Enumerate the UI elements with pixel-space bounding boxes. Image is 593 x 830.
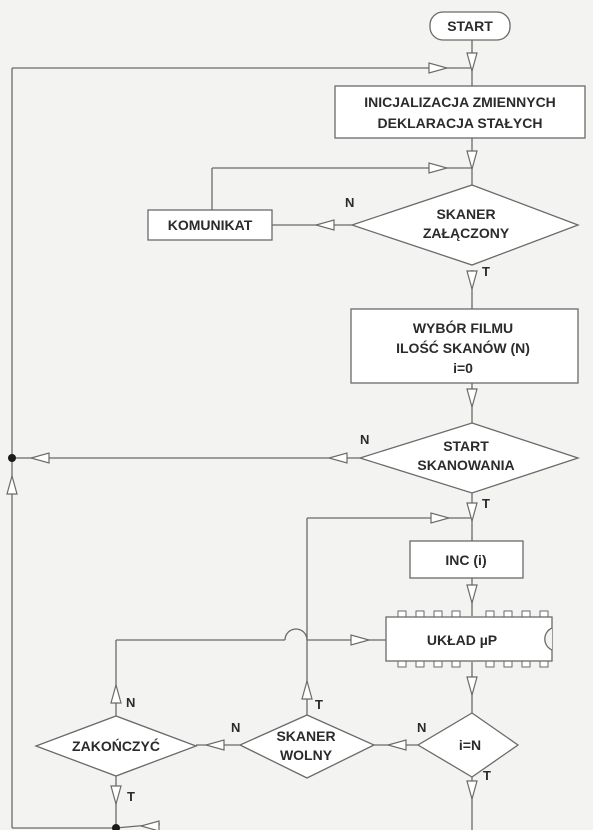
junction-dot xyxy=(112,824,120,830)
wybor-filmu-box: WYBÓR FILMU ILOŚĆ SKANÓW (N) i=0 xyxy=(350,308,579,384)
skaner-zalaczony-line1: SKANER xyxy=(436,206,495,222)
connector-lines xyxy=(11,40,473,830)
start-label: START xyxy=(447,18,493,34)
inc-box: INC (i) xyxy=(409,540,524,579)
i-eq-n-label: i=N xyxy=(459,737,481,753)
edge-label-skan-yes: T xyxy=(482,496,490,511)
init-label-line1: INICJALIZACJA ZMIENNYCH xyxy=(364,94,556,110)
wybor-label-line3: i=0 xyxy=(453,360,473,376)
uklad-chip: UKŁAD µP xyxy=(385,610,553,668)
inc-label: INC (i) xyxy=(445,552,486,568)
edge-label-zal-no: N xyxy=(345,195,354,210)
i-eq-n-decision: i=N xyxy=(416,712,520,778)
uklad-label: UKŁAD µP xyxy=(427,632,497,648)
start-skanowania-decision: START SKANOWANIA xyxy=(357,422,581,494)
chip-pins-bottom xyxy=(397,660,549,668)
chip-pins-top xyxy=(397,610,549,618)
edge-labels: N T N T N T N T N T xyxy=(126,195,491,804)
edge-label-wolny-yes: T xyxy=(315,697,323,712)
edge-label-wolny-no: N xyxy=(231,720,240,735)
wybor-label-line1: WYBÓR FILMU xyxy=(413,319,513,336)
zakonczyc-label: ZAKOŃCZYĆ xyxy=(72,737,160,754)
zakonczyc-decision: ZAKOŃCZYĆ xyxy=(34,715,198,777)
start-node: START xyxy=(429,11,511,41)
junction-dot xyxy=(8,454,16,462)
arrowheads xyxy=(6,52,478,830)
wybor-label-line2: ILOŚĆ SKANÓW (N) xyxy=(396,339,530,356)
skaner-zalaczony-decision: SKANER ZAŁĄCZONY xyxy=(349,184,580,266)
edge-label-skan-no: N xyxy=(360,432,369,447)
edge-label-zak-yes: T xyxy=(127,789,135,804)
start-skanowania-line1: START xyxy=(443,438,489,454)
skaner-zalaczony-line2: ZAŁĄCZONY xyxy=(423,225,510,241)
edge-label-zal-yes: T xyxy=(482,264,490,279)
edge-label-ieqn-no: N xyxy=(417,720,426,735)
init-label-line2: DEKLARACJA STAŁYCH xyxy=(378,115,543,131)
skaner-wolny-line2: WOLNY xyxy=(280,747,333,763)
skaner-wolny-line1: SKANER xyxy=(276,728,335,744)
edge-label-zak-no: N xyxy=(126,695,135,710)
skaner-wolny-decision: SKANER WOLNY xyxy=(238,714,376,779)
edge-label-ieqn-yes: T xyxy=(483,768,491,783)
init-process-box: INICJALIZACJA ZMIENNYCH DEKLARACJA STAŁY… xyxy=(334,85,586,139)
komunikat-box: KOMUNIKAT xyxy=(147,209,273,241)
komunikat-label: KOMUNIKAT xyxy=(168,217,253,233)
start-skanowania-line2: SKANOWANIA xyxy=(417,457,514,473)
